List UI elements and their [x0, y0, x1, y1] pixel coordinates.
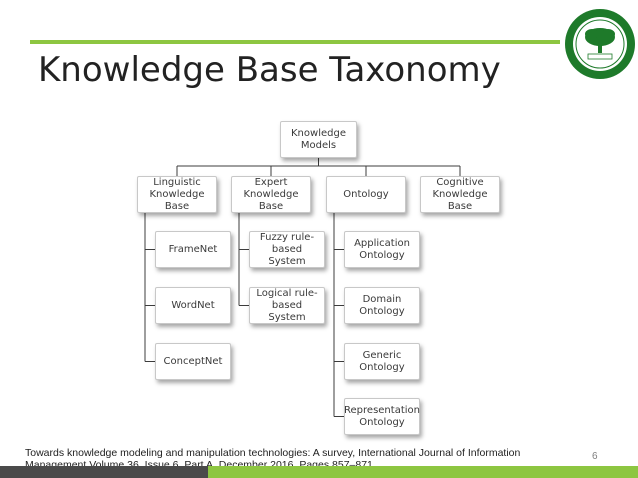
node-subtype: ConceptNet [155, 343, 231, 380]
node-subtype: WordNet [155, 287, 231, 324]
node-subtype: Fuzzy rule-based System [249, 231, 325, 268]
university-seal-logo [565, 9, 635, 79]
node-category: Ontology [326, 176, 406, 213]
node-category: Expert Knowledge Base [231, 176, 311, 213]
bottom-bar-green [208, 466, 638, 478]
node-root: Knowledge Models [280, 121, 357, 158]
top-accent-bar [30, 40, 560, 44]
node-category: Linguistic Knowledge Base [137, 176, 217, 213]
node-subtype: Generic Ontology [344, 343, 420, 380]
slide-title: Knowledge Base Taxonomy [38, 50, 501, 90]
node-subtype: Application Ontology [344, 231, 420, 268]
node-subtype: FrameNet [155, 231, 231, 268]
bottom-bar-dark [0, 466, 208, 478]
node-subtype: Logical rule- based System [249, 287, 325, 324]
node-category: Cognitive Knowledge Base [420, 176, 500, 213]
node-subtype: Domain Ontology [344, 287, 420, 324]
page-number: 6 [592, 451, 598, 462]
node-subtype: Representation Ontology [344, 398, 420, 435]
